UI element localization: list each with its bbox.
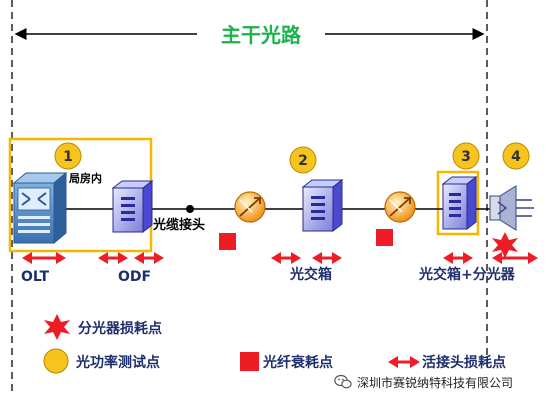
legend-connector-loss-label: 活接头损耗点 — [422, 354, 506, 371]
node-1-marker — [54, 142, 82, 170]
legend-power-test-icon — [43, 348, 69, 374]
cross-box-device-icon — [301, 178, 344, 233]
watermark-text: 深圳市赛锐纳特科技有限公司 — [357, 375, 514, 390]
fiber-loss-marker — [376, 229, 393, 246]
node-2-marker — [289, 146, 317, 174]
connector-loss-arrow — [492, 252, 538, 264]
connector-loss-arrow — [443, 252, 473, 264]
olt-label: OLT — [21, 269, 50, 285]
connector-loss-arrow — [271, 252, 301, 264]
connector-loss-arrow — [312, 252, 342, 264]
watermark: 深圳市赛锐纳特科技有限公司 — [334, 372, 513, 392]
legend-power-test-label: 光功率测试点 — [75, 354, 160, 371]
legend-splitter-loss-label: 分光器损耗点 — [78, 320, 162, 337]
odf-label: ODF — [118, 269, 151, 285]
node-4-label: 4 — [511, 149, 521, 165]
node-2-label: 2 — [298, 153, 308, 169]
fiber-attenuator-icon — [234, 191, 266, 223]
splitter-loss-star — [492, 232, 518, 258]
central-office-label: 局房内 — [68, 171, 102, 185]
connector-loss-arrow — [22, 252, 66, 264]
node-4-marker — [502, 142, 530, 170]
legend-connector-loss-icon — [388, 356, 420, 368]
cable-joint-label: 光缆接头 — [152, 217, 205, 233]
diagram-title: 主干光路 — [221, 23, 302, 47]
node-1-label: 1 — [63, 149, 73, 165]
olt-switch-icon — [12, 171, 68, 245]
cross-box-label: 光交箱 — [289, 266, 332, 283]
fiber-attenuator-icon — [384, 191, 416, 223]
odf-device-icon — [111, 179, 154, 234]
cross-box-splitter-label: 光交箱+分光器 — [418, 266, 516, 283]
legend-fiber-loss-icon — [240, 352, 259, 371]
legend-fiber-loss-label: 光纤衰耗点 — [262, 354, 333, 371]
cross-box-splitter-device-icon — [441, 175, 478, 231]
node-3-marker — [452, 142, 480, 170]
wechat-icon — [334, 374, 352, 389]
connector-loss-arrow — [98, 252, 128, 264]
legend-splitter-loss-icon — [44, 314, 70, 340]
cross-box-frame — [436, 170, 480, 236]
connector-loss-arrow — [134, 252, 164, 264]
splitter-icon — [489, 185, 534, 231]
cable-joint-dot — [186, 205, 194, 213]
node-3-label: 3 — [461, 149, 471, 165]
fiber-loss-marker — [219, 233, 236, 250]
